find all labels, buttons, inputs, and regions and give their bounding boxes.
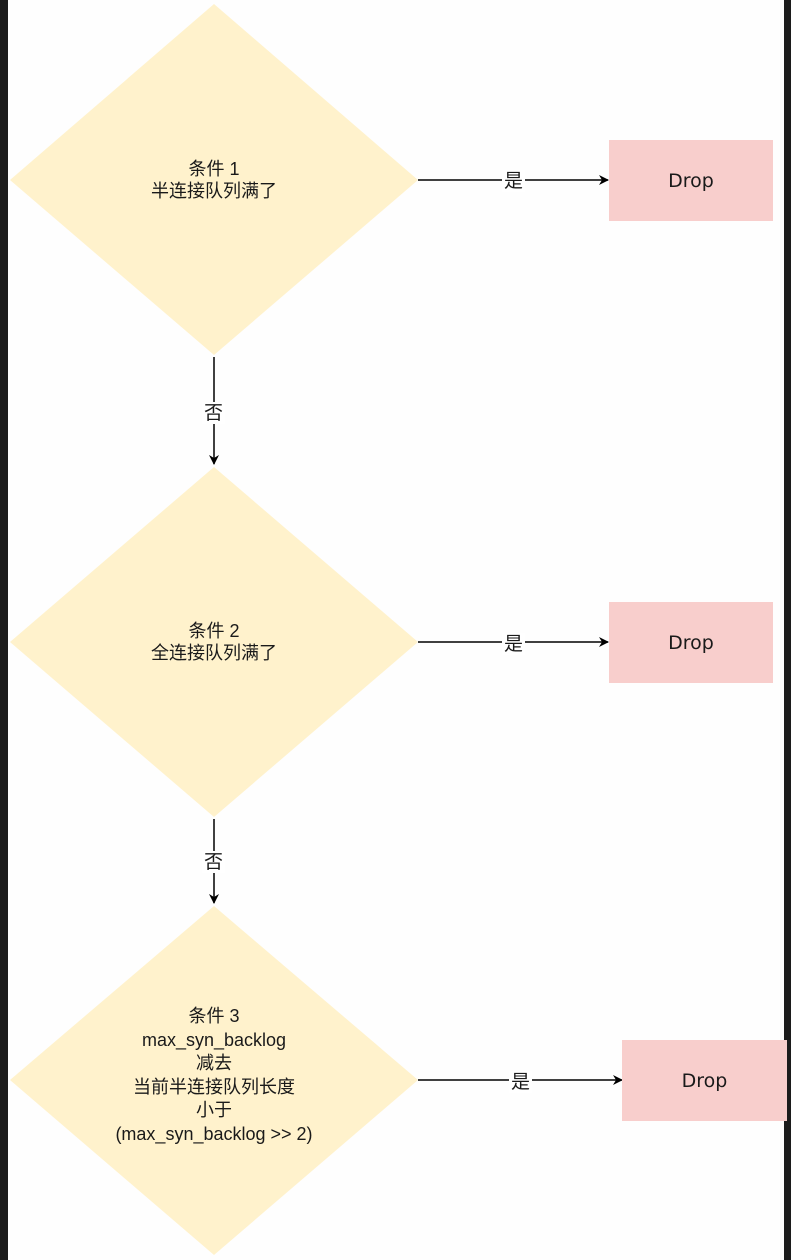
condition-3-line-3: 减去 bbox=[196, 1053, 232, 1073]
condition-3-line-2: max_syn_backlog bbox=[141, 1029, 287, 1050]
condition-2-line-1: 条件 2 bbox=[188, 621, 240, 641]
condition-1-line-2: 半连接队列满了 bbox=[151, 181, 277, 201]
condition-1-diamond bbox=[10, 4, 418, 355]
yes-label-1: 是 bbox=[502, 170, 526, 192]
left-window-edge bbox=[0, 0, 8, 1260]
condition-2-text: 条件 2 全连接队列满了 bbox=[84, 620, 344, 664]
drop-box-1: Drop bbox=[609, 140, 773, 221]
condition-3-line-4: 当前半连接队列长度 bbox=[133, 1076, 295, 1097]
condition-1-text: 条件 1 半连接队列满了 bbox=[84, 158, 344, 202]
drop-box-3: Drop bbox=[622, 1040, 787, 1121]
condition-3-line-1: 条件 3 bbox=[188, 1006, 240, 1026]
no-label-1: 否 bbox=[202, 402, 226, 424]
drop-box-2: Drop bbox=[609, 602, 773, 683]
condition-3-text: 条件 3 max_syn_backlog 减去 当前半连接队列长度 小于 (ma… bbox=[64, 1005, 364, 1146]
yes-label-3: 是 bbox=[509, 1071, 533, 1093]
condition-3-line-5: 小于 bbox=[196, 1100, 232, 1120]
condition-1-line-1: 条件 1 bbox=[188, 159, 240, 179]
condition-2-line-2: 全连接队列满了 bbox=[151, 643, 277, 663]
condition-3-line-6: (max_syn_backlog >> 2) bbox=[115, 1123, 313, 1144]
yes-label-2: 是 bbox=[502, 633, 526, 655]
condition-3-diamond bbox=[10, 906, 418, 1255]
no-label-2: 否 bbox=[202, 851, 226, 873]
condition-2-diamond bbox=[10, 467, 418, 817]
right-window-edge bbox=[784, 0, 791, 1260]
